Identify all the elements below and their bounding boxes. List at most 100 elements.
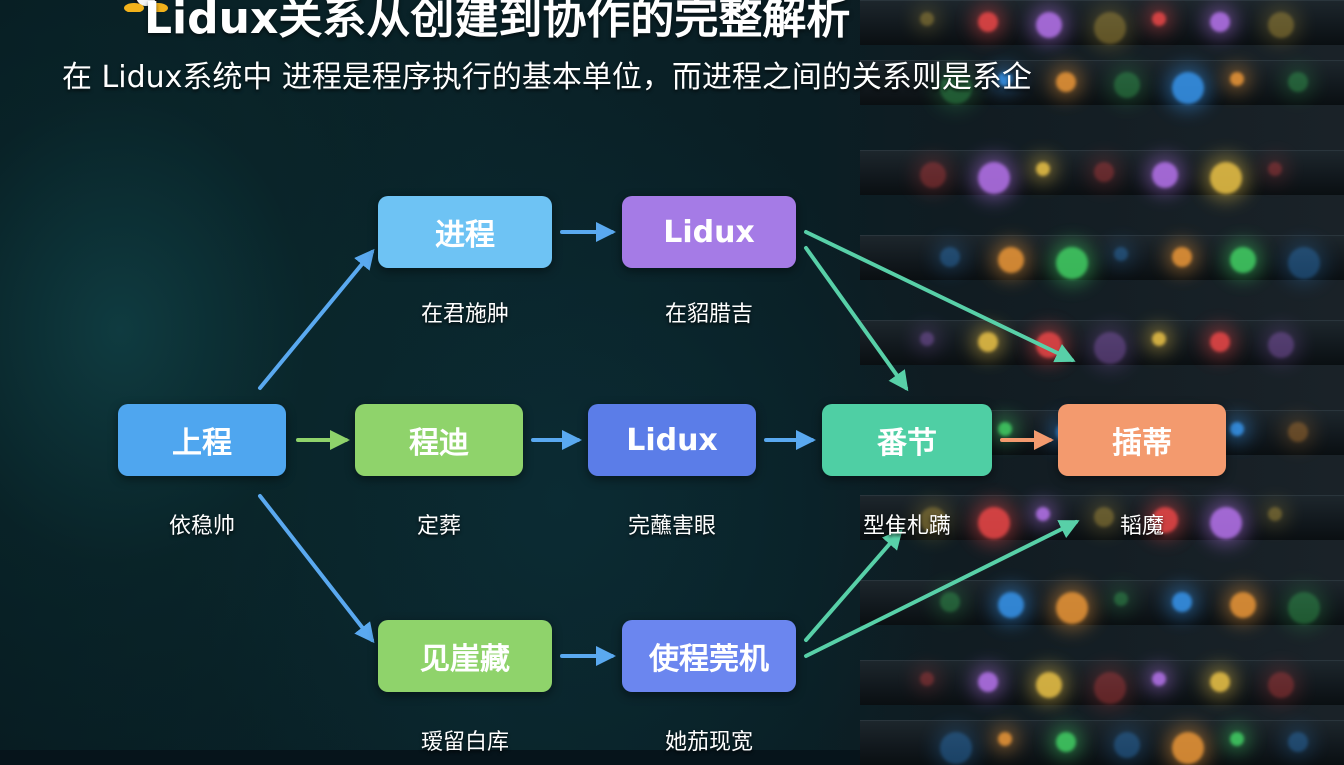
server-status-led	[1152, 162, 1178, 188]
page-subtitle: 在 Lidux系统中 进程是程序执行的基本单位，而进程之间的关系则是系企	[62, 60, 1032, 95]
node-bottom-blue-label: 使程莞机	[649, 642, 769, 677]
server-status-led	[1036, 672, 1062, 698]
server-status-led	[1268, 507, 1282, 521]
rack-row	[860, 495, 1344, 540]
caption-bottom-green: 瑷留白库	[420, 730, 509, 755]
server-status-led	[1094, 162, 1114, 182]
node-process-label: 进程	[435, 218, 495, 253]
rack-row	[860, 0, 1344, 45]
rack-row	[860, 60, 1344, 105]
server-status-led	[978, 672, 998, 692]
edge-lidux-top-to-end	[804, 230, 1076, 363]
server-status-led	[1230, 72, 1244, 86]
server-status-led	[1288, 422, 1308, 442]
node-teal-label: 番节	[877, 426, 937, 461]
server-status-led	[940, 72, 972, 104]
server-status-led	[1036, 162, 1050, 176]
node-middle-green[interactable]: 程迪	[355, 404, 523, 476]
server-status-led	[1288, 247, 1320, 279]
node-end-orange-label: 插蒂	[1112, 426, 1172, 461]
server-status-led	[1056, 732, 1076, 752]
node-end-orange[interactable]: 插蒂	[1058, 404, 1226, 476]
title-text: Lidux关系从创建到协作的完整解析	[144, 0, 851, 44]
caption-start: 依稳帅	[168, 514, 235, 539]
server-status-led	[920, 507, 946, 533]
caption-end-orange: 韬魔	[1119, 514, 1164, 539]
server-status-led	[998, 72, 1012, 86]
node-teal[interactable]: 番节	[822, 404, 992, 476]
server-status-led	[1152, 12, 1166, 26]
server-status-led	[1172, 592, 1192, 612]
server-status-led	[978, 332, 998, 352]
server-status-led	[1288, 732, 1308, 752]
node-start[interactable]: 上程	[118, 404, 286, 476]
server-status-led	[940, 592, 960, 612]
server-status-led	[1230, 592, 1256, 618]
node-lidux-top-label: Lidux	[663, 214, 755, 250]
server-status-led	[1152, 672, 1166, 686]
server-status-led	[920, 12, 934, 26]
server-status-led	[1094, 12, 1126, 44]
edge-start-to-process	[258, 248, 375, 390]
server-status-led	[978, 12, 998, 32]
server-status-led	[1094, 507, 1114, 527]
server-status-led	[1210, 332, 1230, 352]
caption-lidux-middle: 完蘸害眼	[627, 514, 716, 539]
server-status-led	[1210, 672, 1230, 692]
server-status-led	[978, 507, 1010, 539]
server-status-led	[1230, 422, 1244, 436]
edge-start-to-bottom	[258, 494, 375, 644]
node-middle-green-label: 程迪	[409, 426, 469, 461]
node-lidux-middle-label: Lidux	[626, 422, 718, 458]
node-bottom-green-label: 见崖藏	[420, 642, 510, 677]
server-status-led	[1268, 332, 1294, 358]
caption-bottom-blue: 她茄现宽	[664, 730, 753, 755]
server-status-led	[1094, 672, 1126, 704]
server-status-led	[1056, 247, 1088, 279]
server-status-led	[920, 672, 934, 686]
caption-teal: 型隹札蹒	[862, 514, 951, 539]
server-status-led	[1268, 12, 1294, 38]
server-status-led	[1210, 507, 1242, 539]
node-lidux-top[interactable]: Lidux	[622, 196, 796, 268]
server-status-led	[920, 162, 946, 188]
node-bottom-green[interactable]: 见崖藏	[378, 620, 552, 692]
server-status-led	[1268, 162, 1282, 176]
rack-row	[860, 235, 1344, 280]
server-status-led	[1152, 332, 1166, 346]
server-status-led	[1094, 332, 1126, 364]
server-status-led	[1036, 12, 1062, 38]
rack-row	[860, 320, 1344, 365]
node-process[interactable]: 进程	[378, 196, 552, 268]
edge-blue-to-end	[804, 520, 1080, 658]
server-status-led	[1172, 247, 1192, 267]
server-status-led	[920, 332, 934, 346]
node-lidux-middle[interactable]: Lidux	[588, 404, 756, 476]
penguin-logo-icon	[124, 0, 168, 12]
server-status-led	[1056, 72, 1076, 92]
caption-lidux-top: 在貂腊吉	[664, 302, 753, 327]
edge-lidux-top-to-teal	[804, 246, 909, 392]
server-status-led	[1114, 247, 1128, 261]
server-status-led	[1288, 592, 1320, 624]
server-status-led	[1114, 72, 1140, 98]
server-status-led	[1288, 72, 1308, 92]
server-status-led	[1172, 72, 1204, 104]
server-status-led	[1114, 592, 1128, 606]
server-status-led	[998, 247, 1024, 273]
server-status-led	[1268, 672, 1294, 698]
server-status-led	[1056, 592, 1088, 624]
server-status-led	[1210, 12, 1230, 32]
edge-blue-to-teal	[804, 528, 903, 642]
caption-middle-green: 定葬	[416, 514, 461, 539]
caption-process: 在君施肿	[420, 302, 509, 327]
node-bottom-blue[interactable]: 使程莞机	[622, 620, 796, 692]
server-status-led	[1210, 162, 1242, 194]
rack-row	[860, 150, 1344, 195]
server-status-led	[1230, 732, 1244, 746]
server-status-led	[1230, 247, 1256, 273]
rack-row	[860, 660, 1344, 705]
server-status-led	[998, 592, 1024, 618]
server-status-led	[978, 162, 1010, 194]
